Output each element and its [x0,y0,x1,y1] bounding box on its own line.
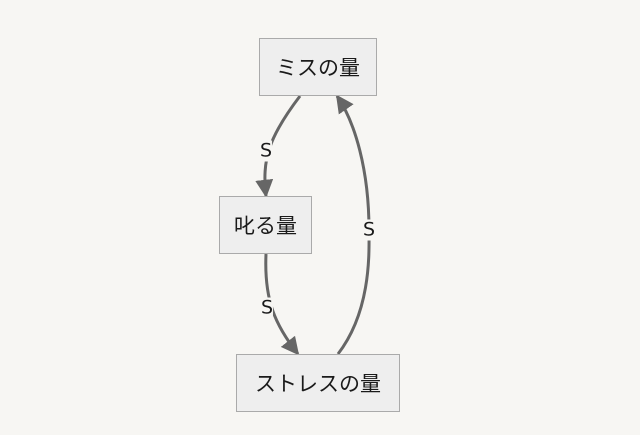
node-stress-label: ストレスの量 [255,372,381,396]
edge-label-scolding-to-stress: S [260,296,274,319]
node-mistakes-label: ミスの量 [276,56,360,80]
node-stress: ストレスの量 [236,354,400,412]
edge-label-mistakes-to-scolding: S [259,139,273,162]
node-scolding-label: 叱る量 [234,214,297,238]
edge-label-stress-to-mistakes: S [362,218,376,241]
node-mistakes: ミスの量 [259,38,377,96]
node-scolding: 叱る量 [219,196,312,254]
